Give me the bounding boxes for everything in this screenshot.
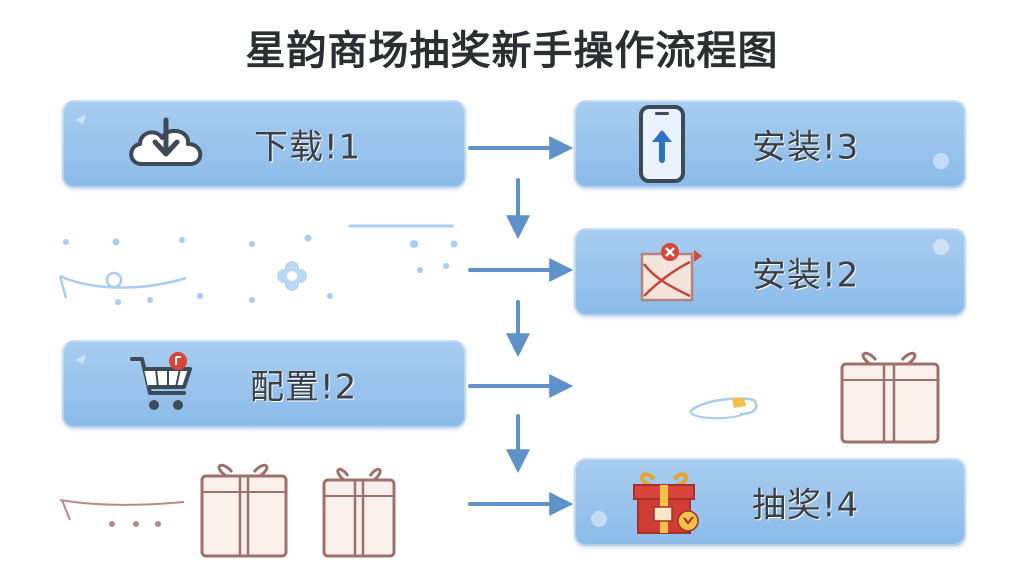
cloud-download-icon [129, 117, 203, 166]
wave-line-bottom [59, 499, 185, 506]
wave-line [59, 274, 187, 289]
envelope-icon [640, 243, 702, 302]
step-lottery-4[interactable]: 抽奖!4 [574, 458, 966, 546]
gift-outline-icon [840, 351, 940, 444]
key-doodle-icon [689, 397, 758, 416]
step-label: 安装!3 [752, 127, 860, 168]
step-install-3[interactable]: 安装!3 [574, 100, 966, 188]
step-download-1[interactable]: 下载!1 [62, 100, 466, 188]
corner-flower-icon [933, 153, 949, 169]
step-label: 配置!2 [250, 367, 358, 408]
step-label: 下载!1 [254, 127, 362, 168]
flower-doodle-icon [277, 261, 307, 291]
corner-leaf-icon [76, 114, 86, 125]
step-label: 安装!2 [752, 255, 860, 296]
gift-outline-icon [322, 467, 396, 558]
step-install-2[interactable]: 安装!2 [574, 228, 966, 316]
horizontal-arrows [468, 136, 574, 516]
diagram-title: 星韵商场抽奖新手操作流程图 [245, 28, 779, 74]
shopping-cart-icon [130, 352, 192, 410]
step-configure-2[interactable]: 配置!2 [62, 340, 466, 428]
corner-leaf-icon [76, 354, 86, 365]
phone-upload-icon [639, 105, 685, 183]
step-label: 抽奖!4 [752, 485, 860, 526]
gift-outline-icon [200, 463, 288, 558]
corner-flower-icon [591, 511, 607, 527]
dot-pattern [63, 234, 458, 305]
gift-box-icon [633, 472, 699, 534]
corner-flower-icon [933, 239, 949, 255]
